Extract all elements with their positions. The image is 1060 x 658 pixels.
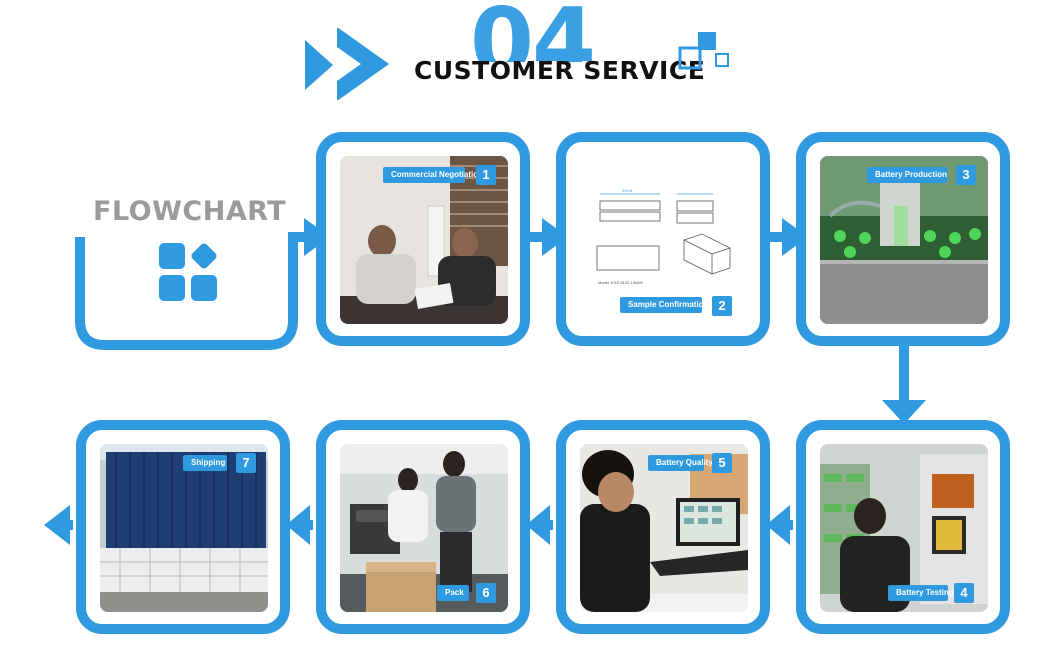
step-label-5: Battery Quality (648, 455, 713, 471)
svg-text:Model: ESS-5120-10kWh: Model: ESS-5120-10kWh (598, 280, 643, 285)
arrow-right-icon (782, 218, 808, 256)
step-number-5: 5 (712, 453, 732, 473)
arrow-down-icon (882, 400, 926, 424)
double-chevron-icon (305, 28, 389, 100)
arrow-left-icon (44, 505, 70, 545)
arrow-left-icon (286, 505, 310, 545)
arrow-left-icon (526, 505, 550, 545)
squares-icon (678, 32, 729, 70)
step-number-4: 4 (954, 583, 974, 603)
arrow-right-icon (542, 218, 568, 256)
step-label-6: Pack (437, 585, 469, 601)
step-number-2: 2 (712, 296, 732, 316)
svg-text:509.8: 509.8 (622, 188, 633, 193)
photo-battery-testing (820, 444, 988, 612)
step-label-3: Battery Production (867, 167, 947, 183)
step-number-3: 3 (956, 165, 976, 185)
arrow-left-icon (766, 505, 790, 545)
step-number-1: 1 (476, 165, 496, 185)
page-title: CUSTOMER SERVICE (414, 56, 706, 85)
title-backdrop (405, 62, 673, 92)
photo-shipping (100, 444, 268, 612)
step-label-4: Battery Testing (888, 585, 954, 601)
step-number-7: 7 (236, 453, 256, 473)
step-label-2: Sample Confirmation (620, 297, 708, 313)
grid-diamond-icon (159, 243, 217, 301)
step-label-1: Commercial Negotiation (383, 167, 483, 183)
flowchart-label: FLOWCHART (93, 196, 287, 227)
intro-box-outline (75, 232, 310, 350)
step-label-7: Shipping (183, 455, 227, 471)
step-number-6: 6 (476, 583, 496, 603)
